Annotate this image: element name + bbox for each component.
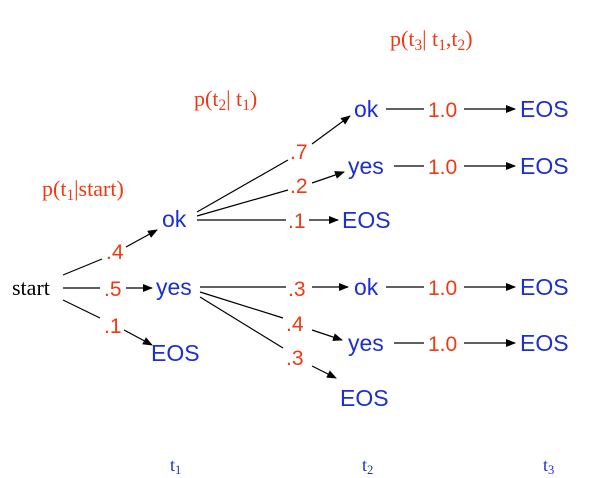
prob-ok-eos: .1 bbox=[288, 210, 306, 233]
prob-yes-ok: .3 bbox=[288, 278, 306, 301]
edge-ok-yes bbox=[196, 189, 289, 217]
node-t1-ok: ok bbox=[162, 206, 187, 232]
node-t1-yes: yes bbox=[156, 274, 192, 300]
node-t1-eos: EOS bbox=[151, 340, 200, 366]
prob-yes-eos: .3 bbox=[286, 347, 304, 370]
prob-t3-1: 1.0 bbox=[428, 99, 458, 122]
axis-label-t3: t3 bbox=[543, 455, 555, 478]
prob-start-ok: .4 bbox=[106, 241, 124, 264]
edge-start-eos-arrow bbox=[123, 329, 153, 346]
prob-ok-ok: .7 bbox=[290, 141, 308, 164]
node-t2-ok-bottom: ok bbox=[354, 274, 379, 300]
node-t3-eos-4: EOS bbox=[520, 330, 569, 356]
node-t3-eos-2: EOS bbox=[520, 153, 569, 179]
node-t2-eos-top: EOS bbox=[342, 207, 391, 233]
edge-yes-eos-arrow bbox=[311, 365, 337, 379]
node-t2-yes-bottom: yes bbox=[348, 330, 384, 356]
prob-t3-3: 1.0 bbox=[428, 277, 458, 300]
edge-yes-yes bbox=[199, 291, 284, 319]
edge-start-ok-arrow bbox=[125, 229, 158, 248]
node-t2-yes-top: yes bbox=[348, 153, 384, 179]
edge-start-ok bbox=[62, 258, 103, 276]
header-p-t3: p(t3| t1,t2) bbox=[390, 26, 473, 54]
edge-ok-yes-arrow bbox=[311, 171, 345, 184]
prob-ok-yes: .2 bbox=[290, 175, 308, 198]
prob-t3-2: 1.0 bbox=[428, 156, 458, 179]
prob-yes-yes: .4 bbox=[286, 313, 304, 336]
node-t2-eos-bottom: EOS bbox=[340, 385, 389, 411]
node-start: start bbox=[12, 275, 50, 300]
header-p-t1: p(t1|start) bbox=[42, 176, 124, 204]
edge-yes-eos bbox=[199, 296, 284, 349]
prob-start-eos: .1 bbox=[104, 315, 122, 338]
edge-ok-ok bbox=[196, 159, 289, 213]
node-t3-eos-3: EOS bbox=[520, 274, 569, 300]
header-p-t2: p(t2| t1) bbox=[194, 86, 258, 114]
node-t2-ok-top: ok bbox=[354, 96, 379, 122]
edge-start-eos bbox=[62, 299, 101, 319]
node-t3-eos-1: EOS bbox=[520, 96, 569, 122]
axis-label-t2: t2 bbox=[362, 455, 374, 478]
edge-ok-ok-arrow bbox=[311, 115, 351, 145]
prob-start-yes: .5 bbox=[104, 278, 122, 301]
edge-yes-yes-arrow bbox=[311, 329, 343, 341]
prob-t3-4: 1.0 bbox=[428, 333, 458, 356]
axis-label-t1: t1 bbox=[170, 455, 182, 478]
